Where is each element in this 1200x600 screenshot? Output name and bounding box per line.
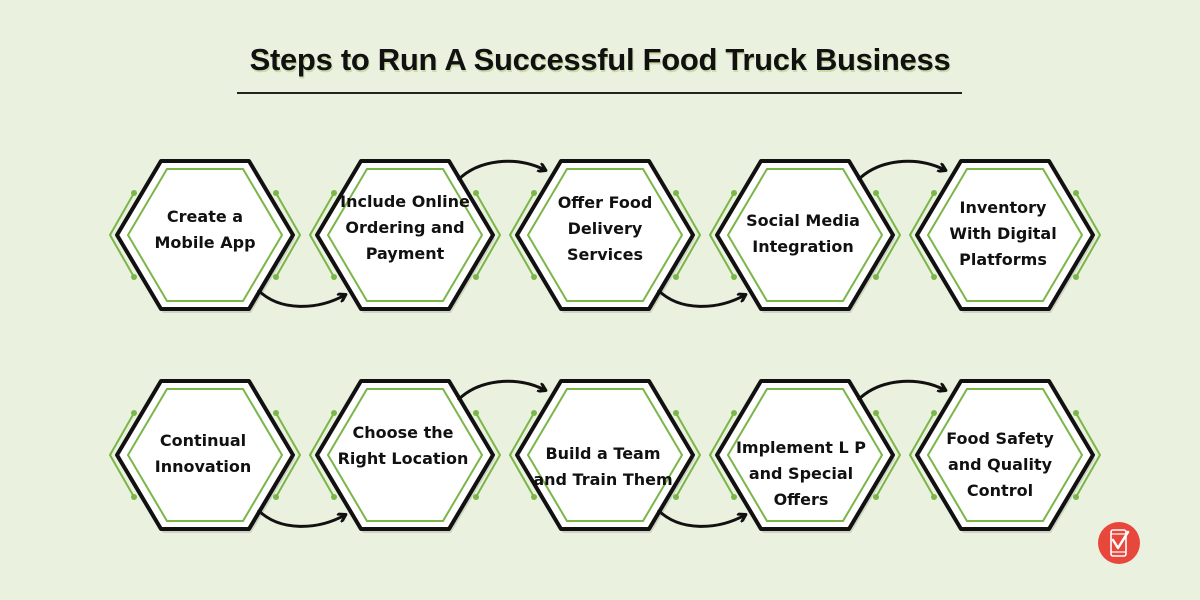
brand-logo (1098, 522, 1140, 564)
title-underline (237, 92, 962, 94)
arrow-3-4 (656, 288, 745, 308)
arrow-2-3 (456, 159, 545, 182)
arrow-6-7 (256, 508, 345, 528)
step-label-10: Food Safety and Quality Control (946, 429, 1054, 500)
step-label-2: Include Online Ordering and Payment (340, 192, 470, 263)
arrow-7-8 (456, 379, 545, 402)
step-label-9: Implement L P and Special Offers (735, 438, 867, 509)
arrow-1-2 (256, 288, 345, 308)
mobile-check-icon (1110, 529, 1130, 557)
step-label-8: Build a Team and Train Them (533, 444, 673, 489)
step-label-7: Choose the Right Location (337, 423, 469, 468)
step-label-6: Continual Innovation (154, 431, 252, 476)
step-label-1: Create a Mobile App (154, 207, 256, 252)
arrow-8-9 (656, 508, 745, 528)
step-label-4: Social Media Integration (746, 211, 860, 256)
step-label-3: Offer Food Delivery Services (557, 193, 653, 264)
page-title: Steps to Run A Successful Food Truck Bus… (249, 42, 951, 77)
step-label-5: Inventory With Digital Platforms (949, 198, 1057, 269)
arrow-4-5 (856, 159, 945, 182)
arrow-9-10 (856, 379, 945, 402)
